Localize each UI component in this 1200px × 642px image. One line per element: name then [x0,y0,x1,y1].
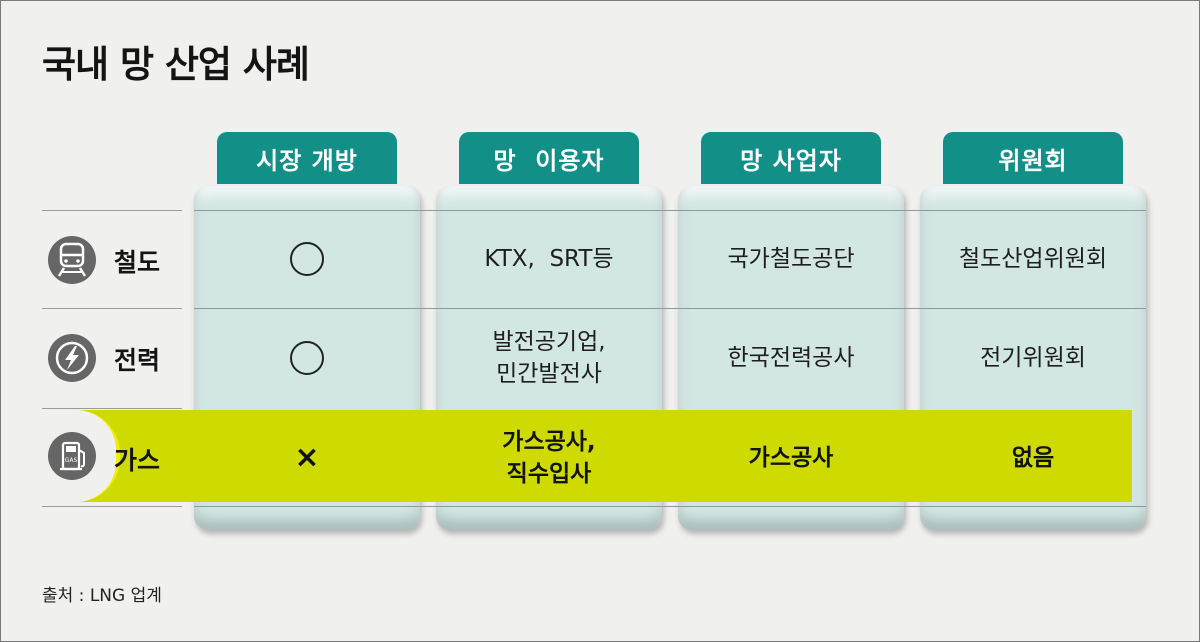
gas-pump-icon: GAS [48,432,96,480]
train-icon [48,236,96,284]
row-line-1 [42,308,182,309]
x-mark-icon: × [294,440,320,475]
circle-mark-icon [290,341,324,375]
column-header-committee: 위원회 [943,132,1123,184]
circle-mark-icon [290,242,324,276]
column-header-operator: 망 사업자 [701,132,881,184]
row-line-2 [42,408,182,409]
card-divider [194,506,1146,507]
row-label-rail: 철도 [114,248,161,277]
cell-rail-committee: 철도산업위원회 [958,246,1108,272]
card-divider [194,308,1146,309]
lightning-icon [48,334,96,382]
cell-power-market-open [194,308,420,408]
row-label-power: 전력 [114,346,161,375]
cell-gas-users-line2: 직수입사 [506,461,592,487]
page-title: 국내 망 산업 사례 [42,43,310,86]
source-note: 출처 : LNG 업계 [42,586,162,606]
cell-gas-users: 가스공사, 직수입사 [436,410,662,506]
column-header-users: 망 이용자 [459,132,639,184]
cell-rail-users: KTX, SRT등 [484,246,614,272]
cell-gas-operator: 가스공사 [748,445,834,471]
cell-gas-users-line1: 가스공사, [502,429,596,455]
column-header-market-open: 시장 개방 [217,132,397,184]
cell-rail-operator: 국가철도공단 [727,246,855,272]
row-label-gas: 가스 [114,446,161,475]
cell-gas-market-open: × [194,410,420,506]
cell-power-users-line1: 발전공기업, [492,329,606,355]
cell-power-users-line2: 민간발전사 [496,361,602,387]
row-line-top [42,210,182,211]
cell-rail-market-open [194,210,420,308]
cell-power-committee: 전기위원회 [980,345,1086,371]
card-divider [194,210,1146,211]
cell-power-operator: 한국전력공사 [727,345,855,371]
gas-icon-text: GAS [65,457,78,464]
cell-power-users: 발전공기업, 민간발전사 [436,308,662,408]
cell-gas-committee: 없음 [1011,445,1055,471]
row-line-bottom [42,506,182,507]
gas-row-highlight [78,410,1132,502]
